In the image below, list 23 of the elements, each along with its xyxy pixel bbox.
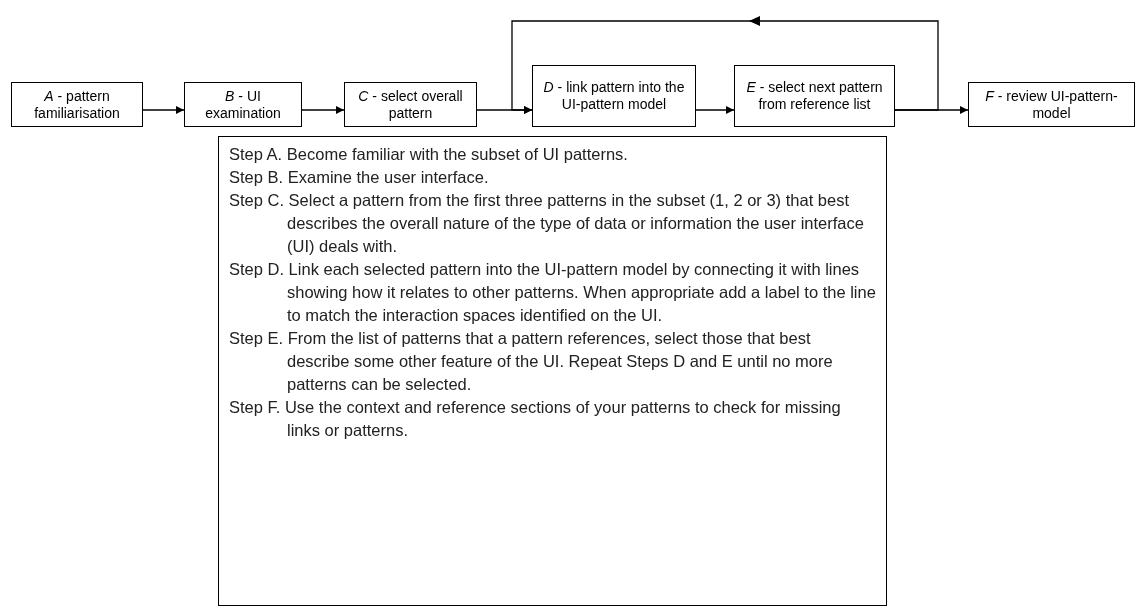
- process-box: [734, 65, 895, 127]
- arrow: [301, 106, 345, 114]
- step-label: F - review UI-pattern-model: [984, 87, 1119, 122]
- process-box: [184, 82, 302, 127]
- process-box: [968, 82, 1135, 127]
- step-description: Step B. Examine the user interface.: [229, 167, 490, 188]
- process-box: [532, 65, 696, 127]
- arrow: [695, 106, 735, 114]
- process-box: [344, 82, 477, 127]
- step-label: C - select overall pattern: [357, 87, 464, 122]
- step-description: Step F. Use the context and reference sections of your patterns to check for missing links or patterns.: [229, 397, 842, 441]
- step-label: E - select next pattern from reference list: [745, 79, 884, 113]
- arrow: [511, 16, 939, 114]
- step-label: B - UI examination: [204, 87, 282, 122]
- step-description: Step D. Link each selected pattern into the UI-pattern model by connecting it with lines showing how it relates to other patterns. When appropriate add a label to the line to match the interaction spaces identified on the UI.: [229, 259, 876, 326]
- arrow: [142, 106, 185, 114]
- steps-box: [218, 136, 887, 606]
- process-box: [11, 82, 143, 127]
- step-label: D - link pattern into the UI-pattern model: [542, 79, 686, 113]
- step-description: Step A. Become familiar with the subset of UI patterns.: [229, 144, 629, 165]
- step-description: Step E. From the list of patterns that a pattern references, select those that best describe some other feature of the UI. Repeat Steps D and E until no more patterns can be selected.: [229, 328, 834, 395]
- step-label: A - pattern familiarisation: [33, 87, 121, 122]
- step-description: Step C. Select a pattern from the first three patterns in the subset (1, 2 or 3) that best describes the overall nature of the type of data or information the user interface (UI) deals with.: [229, 190, 865, 257]
